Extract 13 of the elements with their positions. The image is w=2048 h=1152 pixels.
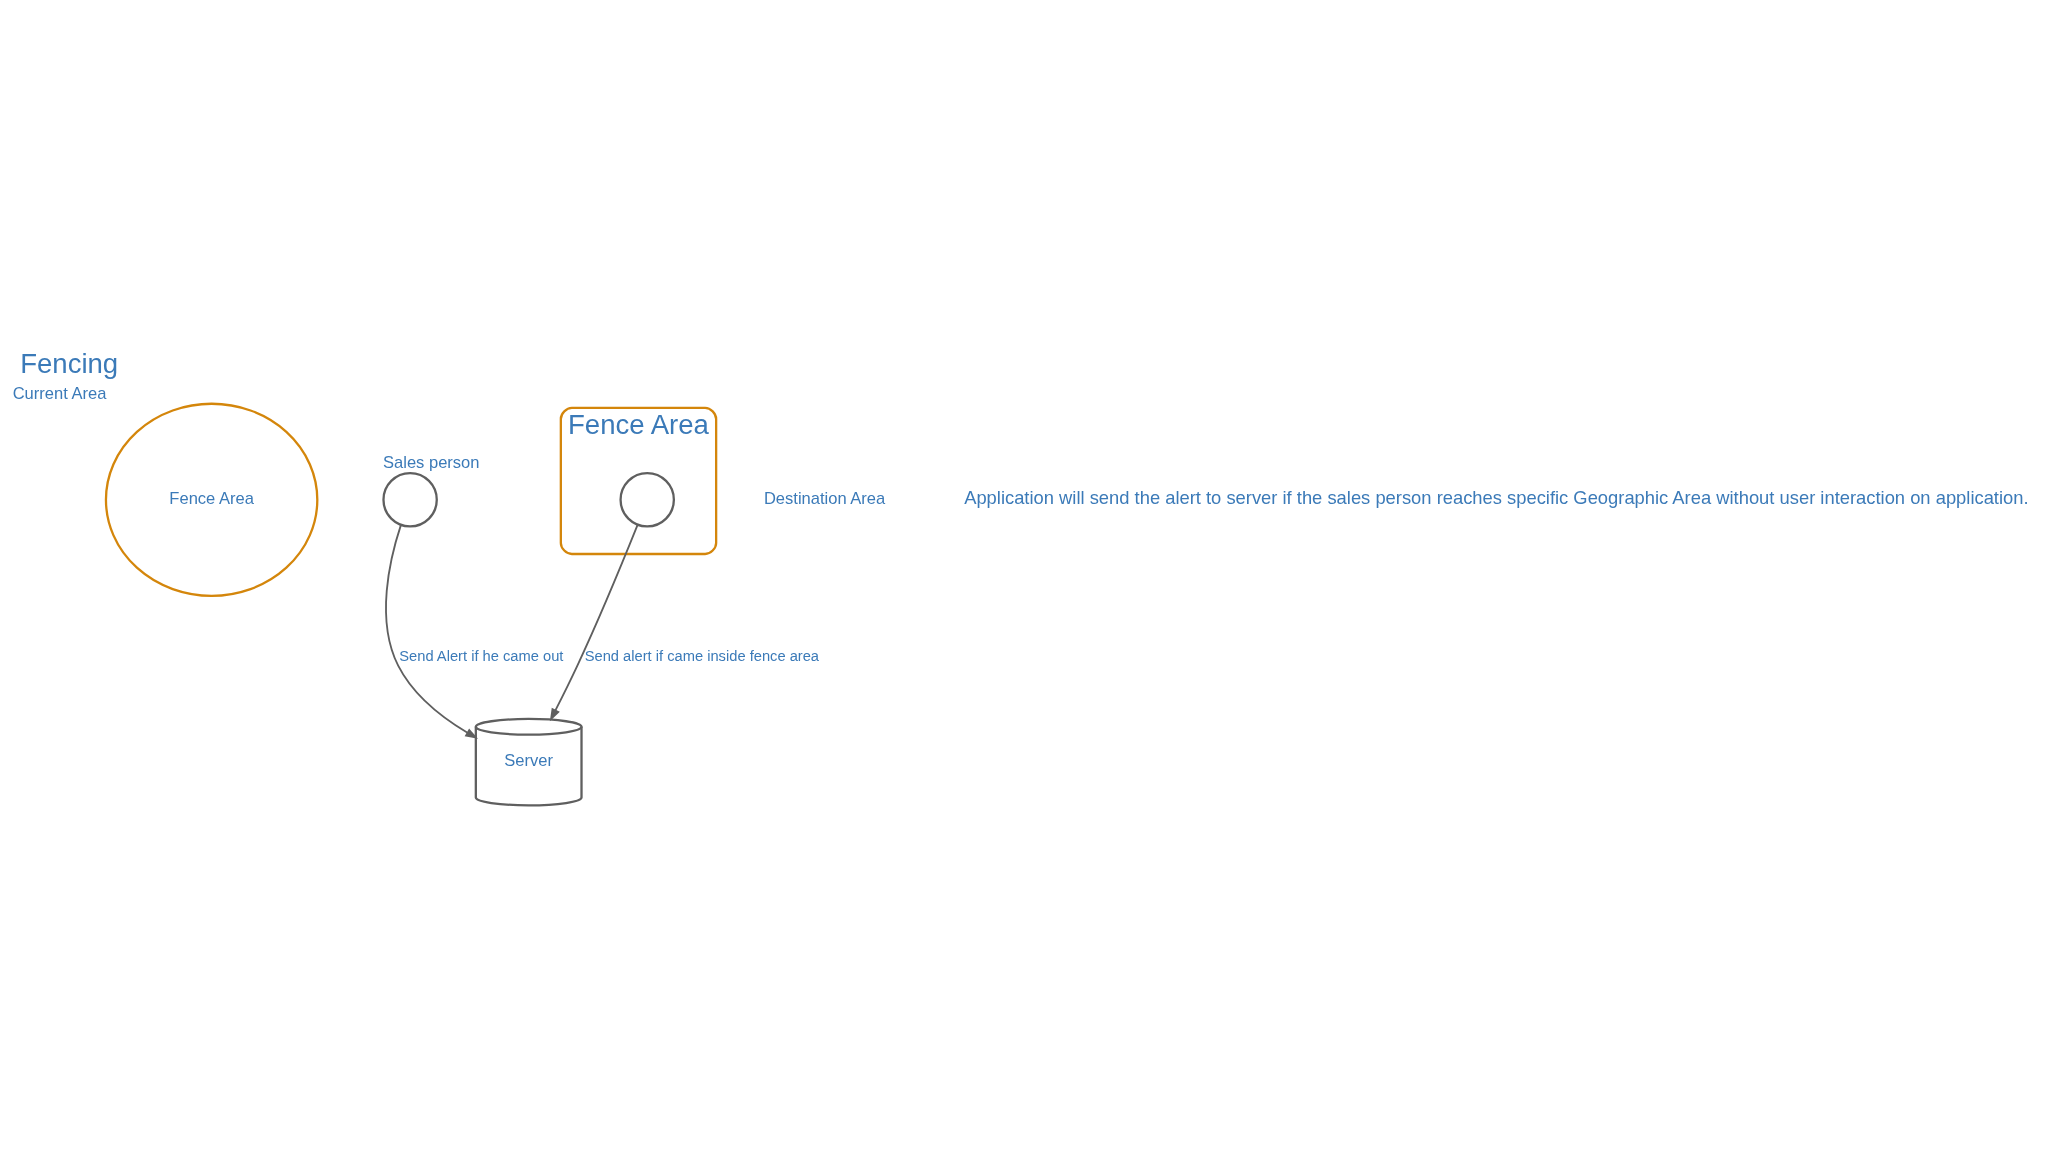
node-person	[619, 471, 675, 528]
node-person	[382, 471, 438, 528]
node-circle: Fence Area	[104, 402, 319, 597]
node-label: Destination Area	[763, 488, 886, 508]
arrow	[385, 523, 479, 739]
label: Application will send the alert to server if the sales person reaches specific Geographic Area without user interaction on application.	[964, 486, 2029, 508]
node-label: Sales person	[383, 452, 480, 472]
arrow	[549, 523, 639, 721]
cluster: Fence Area	[559, 406, 718, 555]
edge-label: Send alert if came inside fence area	[584, 647, 820, 664]
edge-label: Send Alert if he came out	[399, 647, 564, 664]
diagram-title: Fencing	[20, 347, 119, 379]
node-label: Current Area	[12, 383, 107, 403]
